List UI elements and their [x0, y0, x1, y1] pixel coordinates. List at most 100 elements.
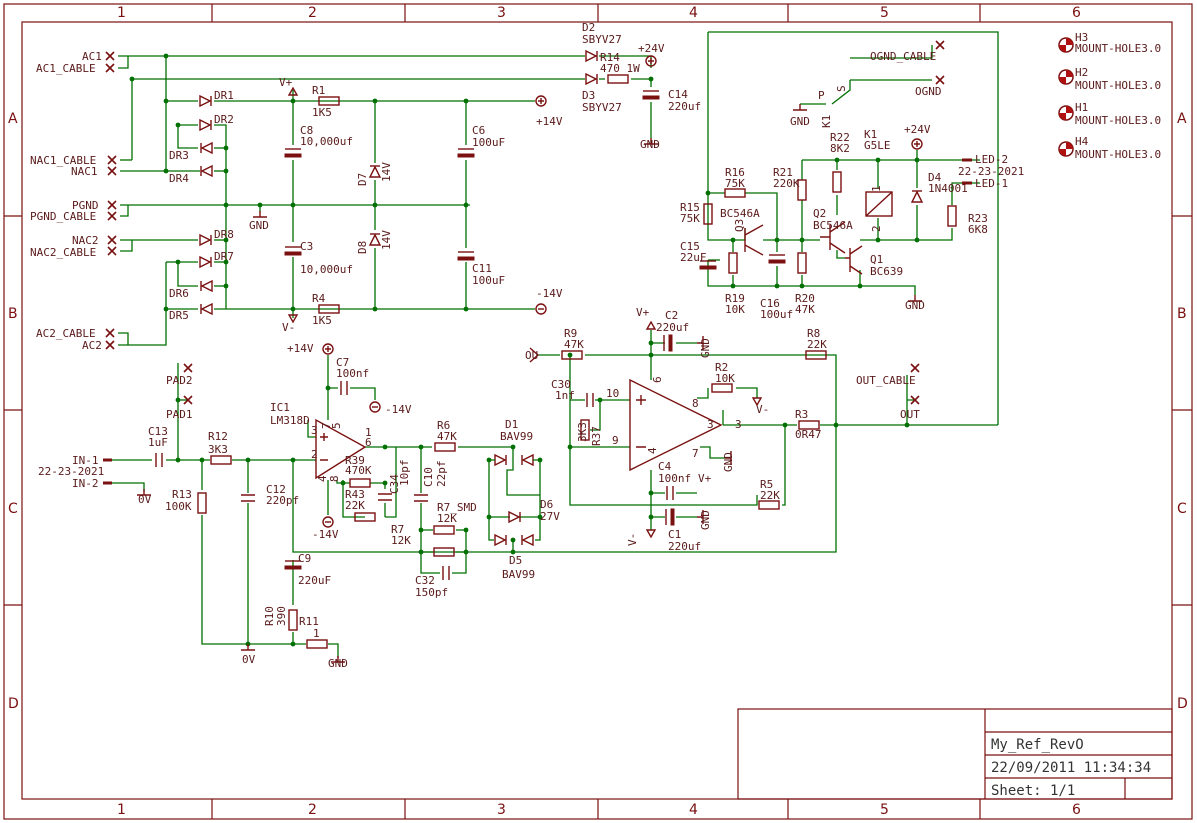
component-value: 14V — [380, 230, 393, 250]
mount-hole-ref: H2 — [1075, 66, 1088, 79]
component-value: 3K3 — [576, 422, 589, 442]
component-ref: C13 — [148, 425, 168, 438]
component-ref: R20 — [795, 292, 815, 305]
col-label-top: 6 — [1072, 5, 1081, 21]
component-value: LM318D — [270, 414, 310, 427]
component-value: 27V — [540, 510, 560, 523]
resistor-r12 — [210, 455, 232, 465]
supply-label: V- — [756, 403, 769, 416]
mount-hole-icon — [1058, 105, 1074, 121]
component-ref: C14 — [668, 88, 688, 101]
connector-label: LED-1 — [975, 177, 1008, 190]
mount-hole-icon — [1058, 69, 1074, 85]
component-ref: R19 — [725, 292, 745, 305]
pin-number: 4 — [646, 447, 659, 454]
supply-minus14-icon — [369, 401, 381, 413]
capacitor-c2 — [663, 334, 673, 352]
capacitor-c8 — [284, 148, 302, 158]
component-ref: IC1 — [270, 401, 290, 414]
component-ref: D4 — [928, 171, 942, 184]
component-value: 12K — [391, 534, 411, 547]
component-value: 22pf — [435, 461, 448, 488]
component-ref: C11 — [472, 262, 492, 275]
component-value: 75K — [680, 212, 700, 225]
component-value: 1N4001 — [928, 182, 968, 195]
col-label-top: 4 — [689, 5, 698, 21]
supply-label: +14V — [536, 115, 563, 128]
capacitor-c6 — [457, 148, 475, 158]
vminus-arrow-icon — [646, 529, 656, 538]
mount-hole-ref: H4 — [1075, 135, 1089, 148]
ground-label: GND — [328, 657, 348, 670]
component-ref: K1 — [864, 128, 877, 141]
pin-number: 8 — [328, 475, 341, 482]
relay-coil-k1 — [865, 191, 893, 217]
component-value: 10K — [725, 303, 745, 316]
component-ref: R14 — [600, 51, 620, 64]
ground-icon — [792, 103, 808, 111]
component-value: 14V — [380, 162, 393, 182]
component-value: 8K2 — [830, 142, 850, 155]
component-ref: DR6 — [169, 287, 189, 300]
component-ref: R22 — [830, 131, 850, 144]
resistor-r19 — [728, 252, 738, 274]
component-value: 10,000uf — [300, 263, 353, 276]
pin-number: 4 — [316, 475, 329, 482]
row-label-left: C — [8, 501, 18, 517]
component-ref: DR7 — [214, 250, 234, 263]
row-label-right: D — [1177, 696, 1188, 712]
component-ref: R12 — [208, 430, 228, 443]
supply-label: +24V — [904, 123, 931, 136]
supply-label: -14V — [385, 403, 412, 416]
zener-d7 — [369, 165, 381, 178]
power-supply-wires — [118, 55, 652, 346]
supply-label: V+ — [636, 306, 650, 319]
connector-label: LED-2 — [975, 153, 1008, 166]
resistor-r11 — [306, 639, 328, 649]
component-value: 100uF — [472, 136, 505, 149]
component-ref: C12 — [266, 483, 286, 496]
component-value: 100nf — [336, 367, 369, 380]
component-ref: R7 — [391, 523, 404, 536]
component-ref: R10 — [263, 606, 276, 626]
connector-label: NAC1_CABLE — [30, 154, 96, 167]
component-ref: D3 — [582, 89, 595, 102]
relay-section-wires — [707, 31, 999, 425]
component-value: 1K5 — [312, 106, 332, 119]
ground-label: GND — [249, 219, 269, 232]
capacitor-c4 — [666, 485, 674, 501]
connector-label: PGND — [72, 199, 99, 212]
component-value: 12K — [437, 512, 457, 525]
connector-label: AC1_CABLE — [36, 62, 96, 75]
supply-plus14-icon — [535, 95, 547, 107]
resistor-r16 — [724, 188, 746, 198]
supply-minus14-icon — [322, 516, 334, 528]
component-ref: C10 — [422, 467, 435, 487]
component-value: 22K — [760, 489, 780, 502]
resistor-r5 — [758, 500, 780, 510]
component-value: 1 — [313, 627, 320, 640]
supply-label: V+ — [279, 76, 293, 89]
mount-holes: H3 MOUNT-HOLE3.0 H2 MOUNT-HOLE3.0 H1 MOU… — [1058, 31, 1161, 161]
component-ref: R9 — [564, 327, 577, 340]
component-value: 10pf — [398, 460, 411, 487]
resistor-r22 — [832, 171, 842, 193]
component-value: 0R47 — [795, 428, 822, 441]
component-ref: R15 — [680, 201, 700, 214]
ground-label: GND — [722, 452, 735, 472]
component-ref: C9 — [298, 552, 311, 565]
pin-number: 3 — [707, 418, 714, 431]
supply-minus14-icon — [535, 303, 547, 315]
component-value: 22K — [345, 499, 365, 512]
title-block: My_Ref_RevO 22/09/2011 11:34:34 Sheet: 1… — [737, 708, 1173, 800]
component-value: 220uF — [298, 574, 331, 587]
component-value: 75K — [725, 177, 745, 190]
capacitor-c14 — [642, 90, 660, 100]
zener-d6 — [508, 511, 521, 523]
component-value: 10,000uf — [300, 135, 353, 148]
component-value: 22K — [807, 338, 827, 351]
component-ref: C6 — [472, 124, 485, 137]
component-ref: Q3 — [733, 219, 746, 232]
resistor-r13 — [197, 492, 207, 514]
